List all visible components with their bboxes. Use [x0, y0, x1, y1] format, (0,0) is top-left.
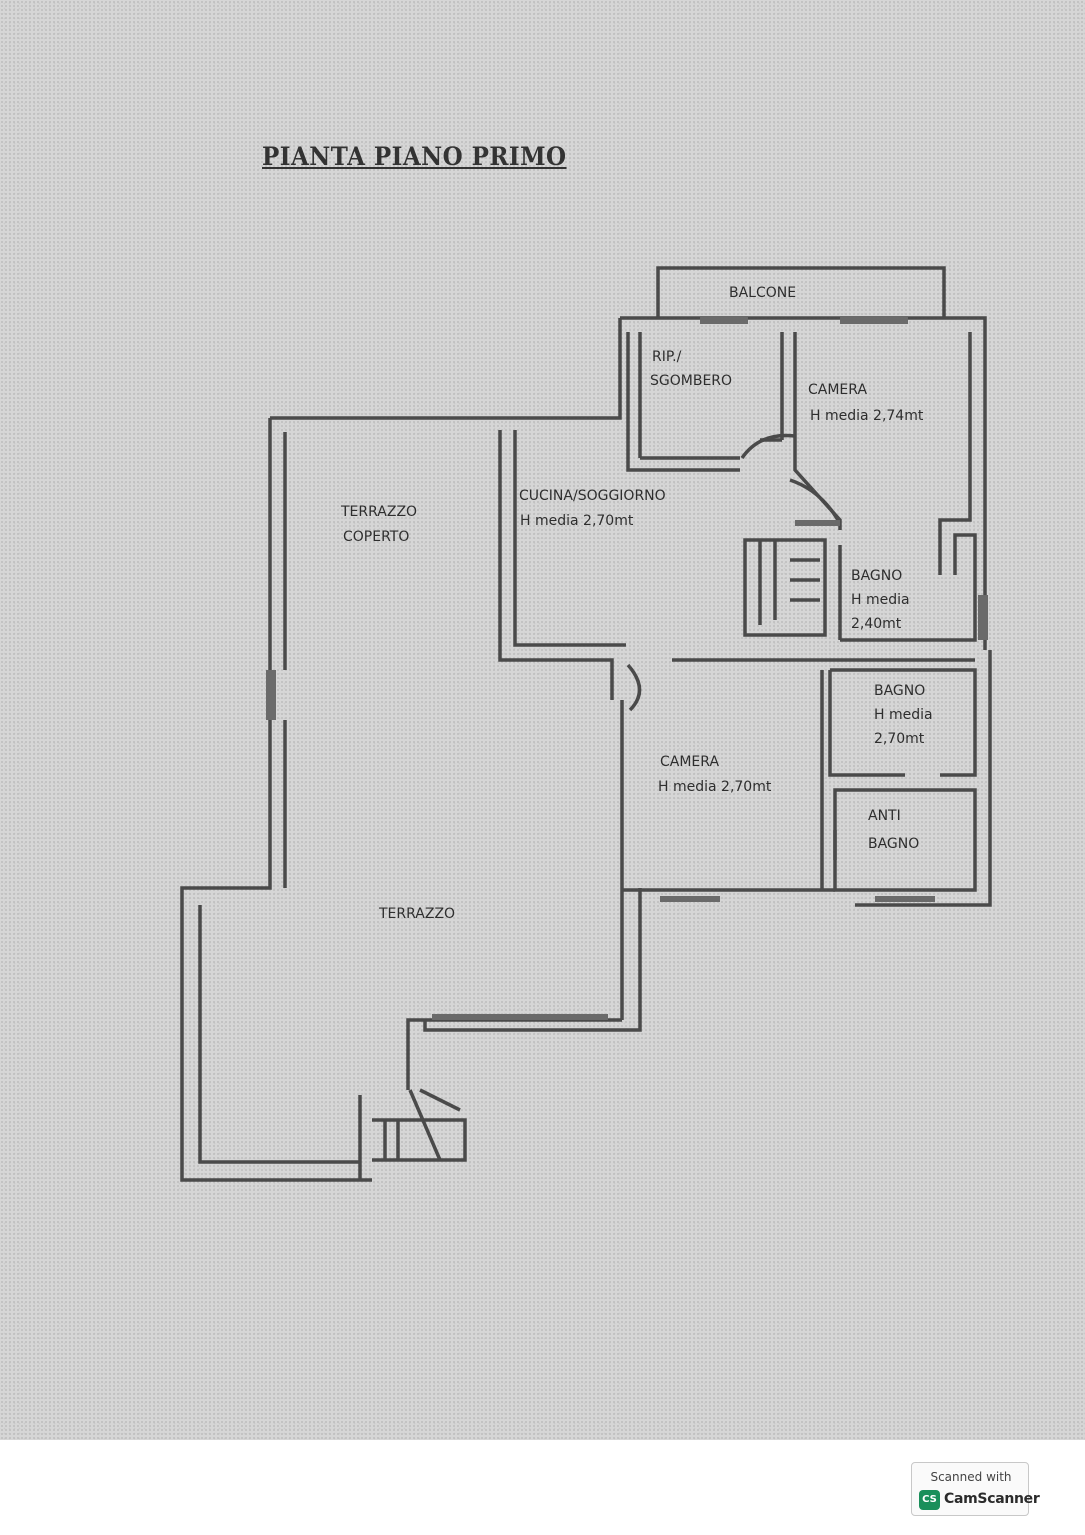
room-label-terrazzo: TERRAZZO [378, 906, 455, 922]
window [432, 1014, 608, 1020]
window [660, 896, 720, 902]
badge-scanned-with: Scanned with [930, 1470, 1012, 1484]
page-margin [0, 1440, 1085, 1535]
window [266, 670, 276, 720]
room-label-bagno2: BAGNO [874, 683, 925, 699]
window [978, 595, 988, 640]
plan-title: PIANTA PIANO PRIMO [262, 142, 567, 171]
inner-stairs-steps [758, 540, 820, 625]
window [795, 520, 840, 526]
room-label-bagno1: BAGNO [851, 568, 902, 584]
room-label-terrazzo-coperto-2: COPERTO [343, 529, 409, 545]
terrace-right-wall [423, 888, 642, 1032]
room-label-rip: RIP./ [652, 349, 682, 365]
room-label-anti: ANTI [868, 808, 901, 824]
camscanner-badge: Scanned with CS CamScanner [911, 1462, 1040, 1516]
floor-plan: BALCONE RIP./ SGOMBERO CAMERA H media 2,… [180, 266, 992, 1182]
room-label-cucina: CUCINA/SOGGIORNO [519, 488, 666, 504]
room-label-sgombero: SGOMBERO [650, 373, 732, 389]
room-label-bagno1-h1: H media [851, 592, 910, 608]
room-label-bagno2-h1: H media [874, 707, 933, 723]
camscanner-logo-icon: CS [919, 1490, 940, 1510]
bedroom2-walls [620, 700, 835, 1020]
outer-wall-left-top [270, 318, 622, 420]
terrace-inner-wall [198, 905, 360, 1164]
room-label-camera2: CAMERA [660, 754, 719, 770]
inner-stairs [743, 538, 827, 637]
hall-wall [793, 432, 842, 640]
hall-arc [740, 433, 796, 460]
window [875, 896, 935, 902]
balcony-outline [656, 266, 946, 318]
room-label-bagno1-h2: 2,40mt [851, 616, 902, 632]
kitchen-left-wall-2 [513, 430, 626, 647]
corridor-arc [626, 663, 642, 712]
room-label-camera2-height: H media 2,70mt [658, 779, 772, 795]
bath2-walls [828, 668, 977, 777]
room-label-camera1-height: H media 2,74mt [810, 408, 924, 424]
external-stairs-steps [383, 1088, 461, 1161]
room-label-bagno-anti: BAGNO [868, 836, 919, 852]
window [700, 316, 748, 324]
outer-wall-left [180, 418, 372, 1182]
badge-brand: CamScanner [944, 1491, 1040, 1507]
kitchen-left-wall [498, 430, 614, 700]
scanned-page [0, 0, 1085, 1440]
room-label-balcone: BALCONE [729, 285, 796, 301]
hall-arc-2 [789, 478, 840, 521]
room-label-terrazzo-coperto-1: TERRAZZO [340, 504, 417, 520]
room-label-bagno2-h2: 2,70mt [874, 731, 925, 747]
bath1-walls [840, 533, 977, 642]
bedroom1-walls [938, 332, 972, 575]
room-label-cucina-height: H media 2,70mt [520, 513, 634, 529]
storage-walls [626, 332, 784, 472]
window [840, 316, 908, 324]
outer-wall-right [855, 650, 992, 907]
external-stairs [358, 1095, 467, 1180]
room-label-camera1: CAMERA [808, 382, 867, 398]
